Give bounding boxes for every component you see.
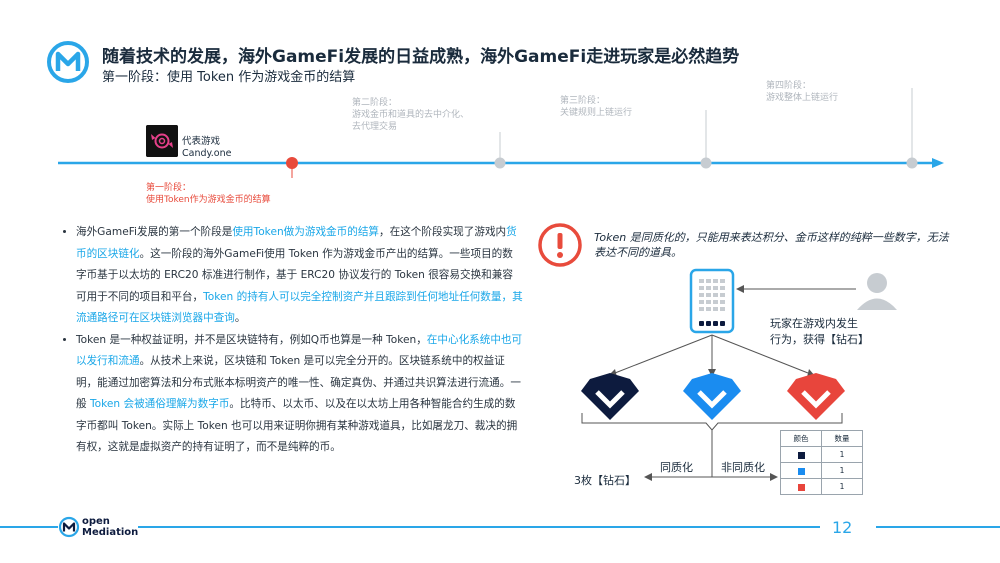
table-row: 1 xyxy=(780,446,863,463)
stage-3-marker xyxy=(700,157,712,169)
non-homogeneous-label: 非同质化 xyxy=(721,461,765,474)
footer-divider xyxy=(0,526,1000,528)
table-row: 1 xyxy=(780,462,863,479)
page-subtitle: 第一阶段：使用 Token 作为游戏金币的结算 xyxy=(102,70,356,85)
stage-4-marker xyxy=(906,157,918,169)
representative-game: 代表游戏 Candy.one xyxy=(182,136,232,159)
gem-blue-icon xyxy=(683,373,741,420)
three-diamonds-label: 3枚【钻石】 xyxy=(574,474,636,487)
color-swatch-blue xyxy=(797,467,805,475)
stage-2-label: 第二阶段： 游戏金币和道具的去中介化、 去代理交易 xyxy=(352,98,470,132)
footer-logo: open Mediation xyxy=(58,514,138,540)
person-icon xyxy=(857,273,897,310)
openmediation-logo xyxy=(47,41,89,83)
timeline xyxy=(58,88,944,178)
callout-text: Token 是同质化的，只能用来表达积分、金币这样的纯粹一些数字，无法表达不同的… xyxy=(594,231,949,259)
color-swatch-dark xyxy=(797,451,805,459)
body-text: 海外GameFi发展的第一个阶段是使用Token做为游戏金币的结算，在这个阶段实… xyxy=(58,222,523,459)
gem-dark-icon xyxy=(581,373,639,420)
page-number: 12 xyxy=(832,518,853,537)
gem-red-icon xyxy=(787,373,845,420)
stage-2-marker xyxy=(494,157,506,169)
warning-icon xyxy=(538,223,582,267)
stage-4-label: 第四阶段： 游戏整体上链运行 xyxy=(766,81,839,103)
color-quantity-table: 颜色 数量 1 1 1 xyxy=(780,430,863,495)
footer-logo-icon xyxy=(58,516,80,538)
token-diagram xyxy=(581,268,897,481)
bullet-1: 海外GameFi发展的第一个阶段是使用Token做为游戏金币的结算，在这个阶段实… xyxy=(76,222,523,330)
homogeneous-label: 同质化 xyxy=(660,461,693,474)
bullet-2: Token 是一种权益证明，并不是区块链特有，例如Q币也算是一种 Token，在… xyxy=(76,330,523,459)
table-header-row: 颜色 数量 xyxy=(780,430,863,447)
stage-1-marker xyxy=(286,157,298,169)
candy-icon xyxy=(146,125,178,157)
stage-1-label: 第一阶段： 使用Token作为游戏金币的结算 xyxy=(146,183,271,205)
color-swatch-red xyxy=(797,483,805,491)
page-title: 随着技术的发展，海外GameFi发展的日益成熟，海外GameFi走进玩家是必然趋… xyxy=(102,47,740,67)
phone-icon xyxy=(689,268,735,334)
stage-3-label: 第三阶段： 关键规则上链运行 xyxy=(560,96,633,118)
table-row: 1 xyxy=(780,478,863,495)
player-action-text: 玩家在游戏内发生 行为，获得【钻石】 xyxy=(770,317,869,346)
